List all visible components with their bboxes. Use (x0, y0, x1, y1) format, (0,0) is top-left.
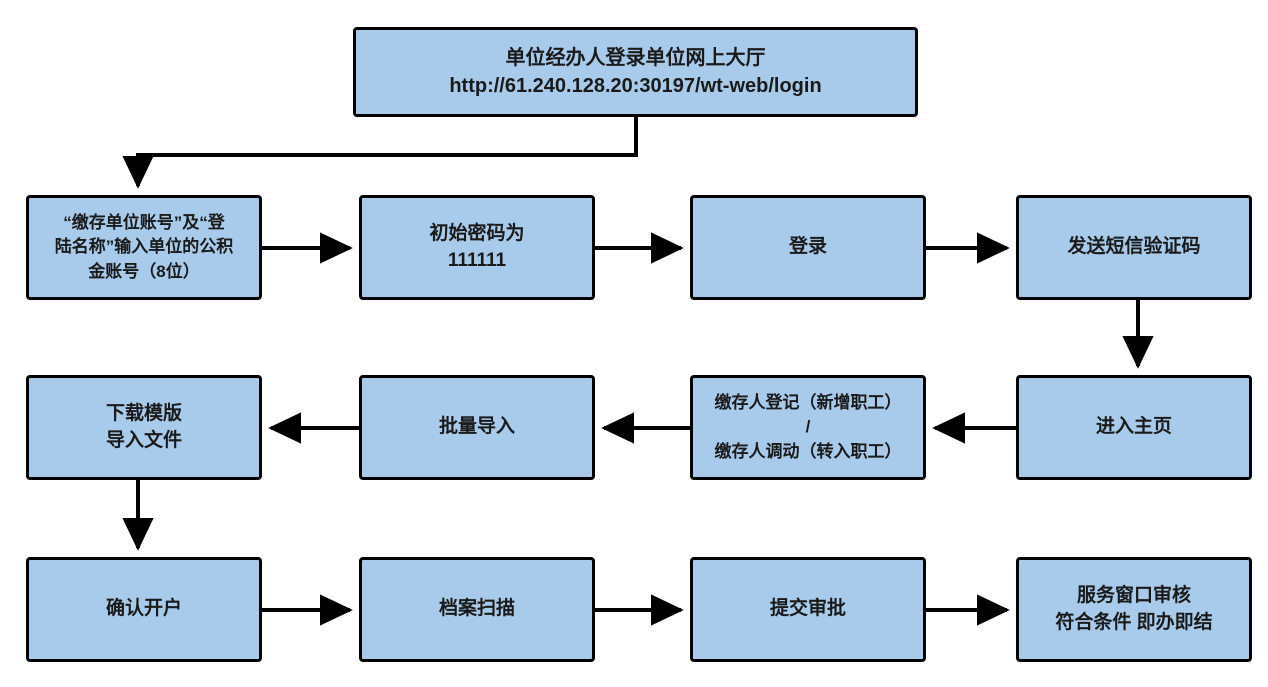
node-label: 档案扫描 (438, 598, 515, 620)
node-account-input[interactable]: “缴存单位账号”及“登 陆名称”输入单位的公积 金账号（8位） (26, 195, 262, 300)
node-download-template[interactable]: 下载模版 导入文件 (26, 375, 262, 480)
node-label: 提交审批 (769, 598, 846, 620)
node-send-sms-code[interactable]: 发送短信验证码 (1016, 195, 1252, 300)
node-label: 下载模版 导入文件 (105, 402, 182, 451)
node-label: 初始密码为 111111 (429, 222, 525, 271)
node-archive-scan[interactable]: 档案扫描 (359, 557, 595, 662)
node-label: 服务窗口审核 符合条件 即办即结 (1055, 584, 1213, 633)
node-label: 进入主页 (1095, 416, 1172, 438)
node-label: 单位经办人登录单位网上大厅 http://61.240.128.20:30197… (449, 46, 822, 97)
node-submit-approval[interactable]: 提交审批 (690, 557, 926, 662)
node-label: 发送短信验证码 (1067, 236, 1201, 258)
node-label: 确认开户 (105, 598, 182, 620)
node-initial-password[interactable]: 初始密码为 111111 (359, 195, 595, 300)
node-label: 缴存人登记（新增职工） / 缴存人调动（转入职工） (714, 393, 902, 461)
node-enter-homepage[interactable]: 进入主页 (1016, 375, 1252, 480)
node-service-window-review[interactable]: 服务窗口审核 符合条件 即办即结 (1016, 557, 1252, 662)
node-label: 登录 (788, 236, 827, 258)
connector-top-to-account-input (122, 117, 638, 189)
node-depositor-register-transfer[interactable]: 缴存人登记（新增职工） / 缴存人调动（转入职工） (690, 375, 926, 480)
node-login[interactable]: 登录 (690, 195, 926, 300)
node-login-portal[interactable]: 单位经办人登录单位网上大厅 http://61.240.128.20:30197… (353, 27, 918, 117)
node-label: 批量导入 (438, 416, 515, 438)
node-batch-import[interactable]: 批量导入 (359, 375, 595, 480)
node-label: “缴存单位账号”及“登 陆名称”输入单位的公积 金账号（8位） (54, 213, 234, 281)
node-confirm-account-open[interactable]: 确认开户 (26, 557, 262, 662)
